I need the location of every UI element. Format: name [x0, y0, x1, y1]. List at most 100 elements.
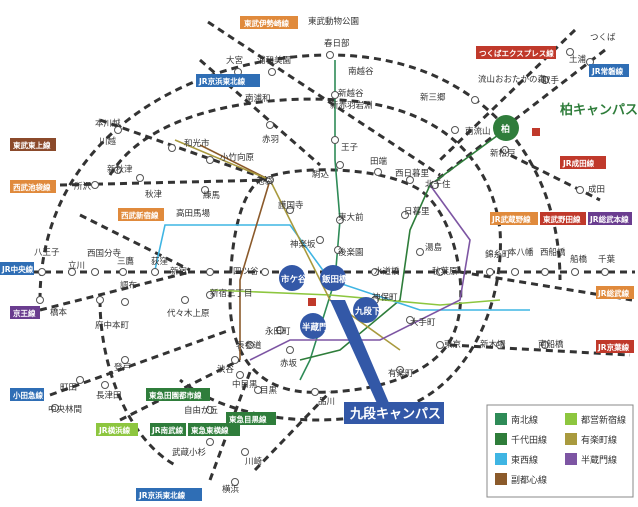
musashino-ring-south — [98, 299, 176, 467]
station-dot — [206, 268, 214, 276]
station-dot — [541, 341, 549, 349]
kudanshita-label: 九段下 — [354, 306, 381, 317]
tsukuba-express — [438, 28, 577, 162]
station-dot — [206, 291, 214, 299]
station-label: 西日暮里 — [395, 168, 430, 179]
line-tag: JR総武線 — [597, 288, 630, 298]
station-dot — [541, 76, 549, 84]
station-dot — [511, 268, 519, 276]
station-label: 東大前 — [338, 212, 364, 223]
kashiwa-campus-banner — [558, 97, 636, 121]
station-label: 後楽園 — [338, 247, 364, 258]
station-dot — [406, 176, 414, 184]
toei-shinjuku-line — [209, 289, 501, 306]
line-tag: 京王線 — [13, 308, 36, 318]
station-dot — [201, 186, 209, 194]
station-label: 荻窪 — [151, 256, 168, 267]
station-dot — [266, 121, 274, 129]
station-label: 中目黒 — [232, 379, 258, 390]
yamanote-ring — [228, 168, 463, 394]
legend-swatch — [565, 413, 577, 425]
line-tag: 東急田園都市線 — [149, 390, 202, 400]
station-label: 登戸 — [114, 362, 131, 373]
station-dot — [566, 48, 574, 56]
tag-box — [196, 74, 260, 87]
station-label: 神楽坂 — [290, 239, 316, 250]
station-dot — [336, 216, 344, 224]
tag-box — [118, 208, 164, 221]
station-label: 新赤羽岩淵 — [330, 100, 373, 111]
iidabashi-marker — [320, 265, 346, 291]
station-label: 池袋 — [256, 176, 274, 187]
station-label: 高田馬場 — [176, 208, 211, 219]
station-label: 所沢 — [74, 181, 92, 192]
narita-line — [499, 148, 601, 202]
station-dot — [416, 248, 424, 256]
line-tag: 東武伊勢崎線 — [244, 18, 289, 28]
station-dot — [114, 126, 122, 134]
station-dot — [96, 296, 104, 304]
station-label: 春日部 — [324, 38, 350, 49]
legend-label: 千代田線 — [511, 434, 547, 446]
tag-box — [96, 423, 138, 436]
station-dots — [36, 48, 609, 486]
line-tags: 東武伊勢崎線 つくばエクスプレス線 JR常磐線 JR京浜東北線 東武東上線 西武… — [0, 16, 634, 501]
legend-swatch — [495, 473, 507, 485]
station-label: 目黒 — [260, 386, 278, 396]
station-dot — [471, 96, 479, 104]
tobu-isesaki-line — [207, 20, 441, 177]
legend-label: 有楽町線 — [581, 434, 617, 446]
station-label: 町田 — [60, 383, 77, 393]
line-tag: JR中央線 — [1, 264, 34, 274]
line-tag: JR京浜東北線 — [198, 76, 246, 86]
station-dot — [451, 126, 459, 134]
line-tag: つくばエクスプレス線 — [479, 48, 554, 58]
station-dot — [51, 404, 59, 412]
legend-swatch — [495, 453, 507, 465]
station-dot — [206, 438, 214, 446]
line-tag: 東急目黒線 — [229, 414, 267, 424]
station-label: 品川 — [318, 397, 335, 407]
station-labels: 東武動物公園 春日部 つくば 土浦 大宮 浦和美園 南越谷 流山おおたかの森 取… — [34, 16, 616, 495]
station-label: 東京 — [444, 339, 461, 350]
line-tag: JR武蔵野線 — [491, 214, 531, 224]
station-label: 取手 — [542, 75, 560, 86]
station-label: 立川 — [68, 260, 85, 271]
fukutoshin-line — [199, 144, 271, 360]
station-label: 横浜 — [222, 484, 240, 495]
station-dot — [496, 341, 504, 349]
keihin-south — [253, 390, 332, 472]
legend-label: 半蔵門線 — [581, 454, 617, 466]
kashiwa-campus-label: 柏キャンパス — [560, 102, 638, 118]
station-label: 八王子 — [34, 248, 60, 258]
denentoshi-line — [119, 358, 241, 422]
station-dot — [246, 341, 254, 349]
station-label: 新三郷 — [420, 92, 446, 103]
tojo-line — [99, 118, 271, 182]
legend-items: 南北線都営新宿線千代田線有楽町線東西線半蔵門線副都心線 — [495, 413, 626, 486]
kudan-pointer — [330, 300, 392, 410]
station-dot — [541, 268, 549, 276]
station-label: 東武動物公園 — [308, 16, 359, 27]
station-label: 川越 — [99, 136, 117, 147]
yurakucho-line — [174, 139, 401, 351]
station-dot — [91, 268, 99, 276]
station-dot — [68, 268, 76, 276]
station-dot — [121, 298, 129, 306]
line-tag: JR京浜東北線 — [138, 490, 186, 500]
tag-box — [10, 138, 56, 151]
station-dot — [231, 478, 239, 486]
station-dot — [266, 176, 274, 184]
station-dot — [151, 268, 159, 276]
station-label: 永田町 — [265, 326, 291, 337]
legend-swatch — [495, 413, 507, 425]
kashiwa-campus-square — [532, 128, 540, 136]
station-label: 日暮里 — [404, 206, 430, 217]
station-label: 新木場 — [480, 339, 506, 350]
legend: 南北線都営新宿線千代田線有楽町線東西線半蔵門線副都心線 — [486, 404, 634, 498]
station-label: 成田 — [588, 184, 605, 195]
line-tag: 東急東横線 — [191, 425, 229, 435]
station-label: 新松戸 — [490, 148, 516, 159]
line-tag: 東武野田線 — [543, 214, 581, 224]
